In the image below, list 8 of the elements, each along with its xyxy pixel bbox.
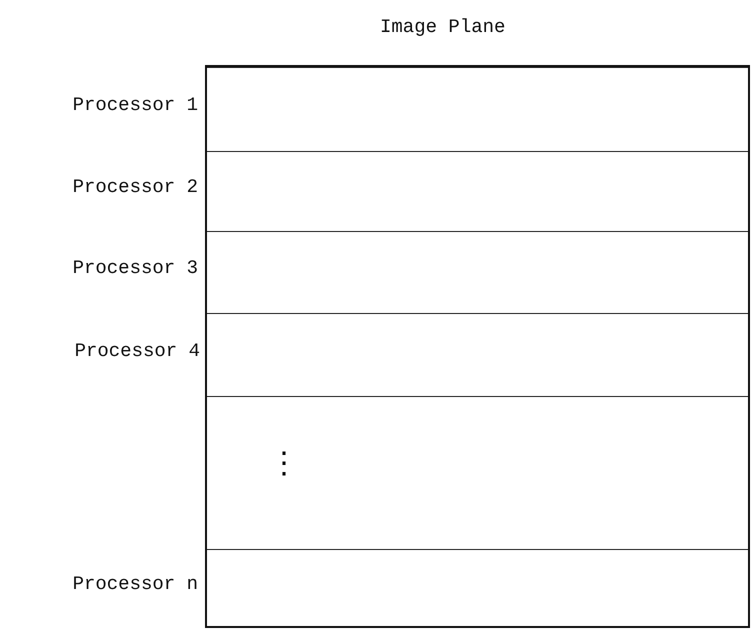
row-label: Processor 1 bbox=[72, 94, 198, 116]
row-label: Processor 2 bbox=[72, 176, 198, 198]
row-label: Processor 4 bbox=[74, 340, 200, 362]
vertical-ellipsis: ⋮ bbox=[269, 449, 299, 483]
title: Image Plane bbox=[380, 16, 506, 38]
image-plane-frame bbox=[205, 65, 750, 628]
row-label: Processor 3 bbox=[72, 257, 198, 279]
row-label: Processor n bbox=[72, 572, 198, 594]
